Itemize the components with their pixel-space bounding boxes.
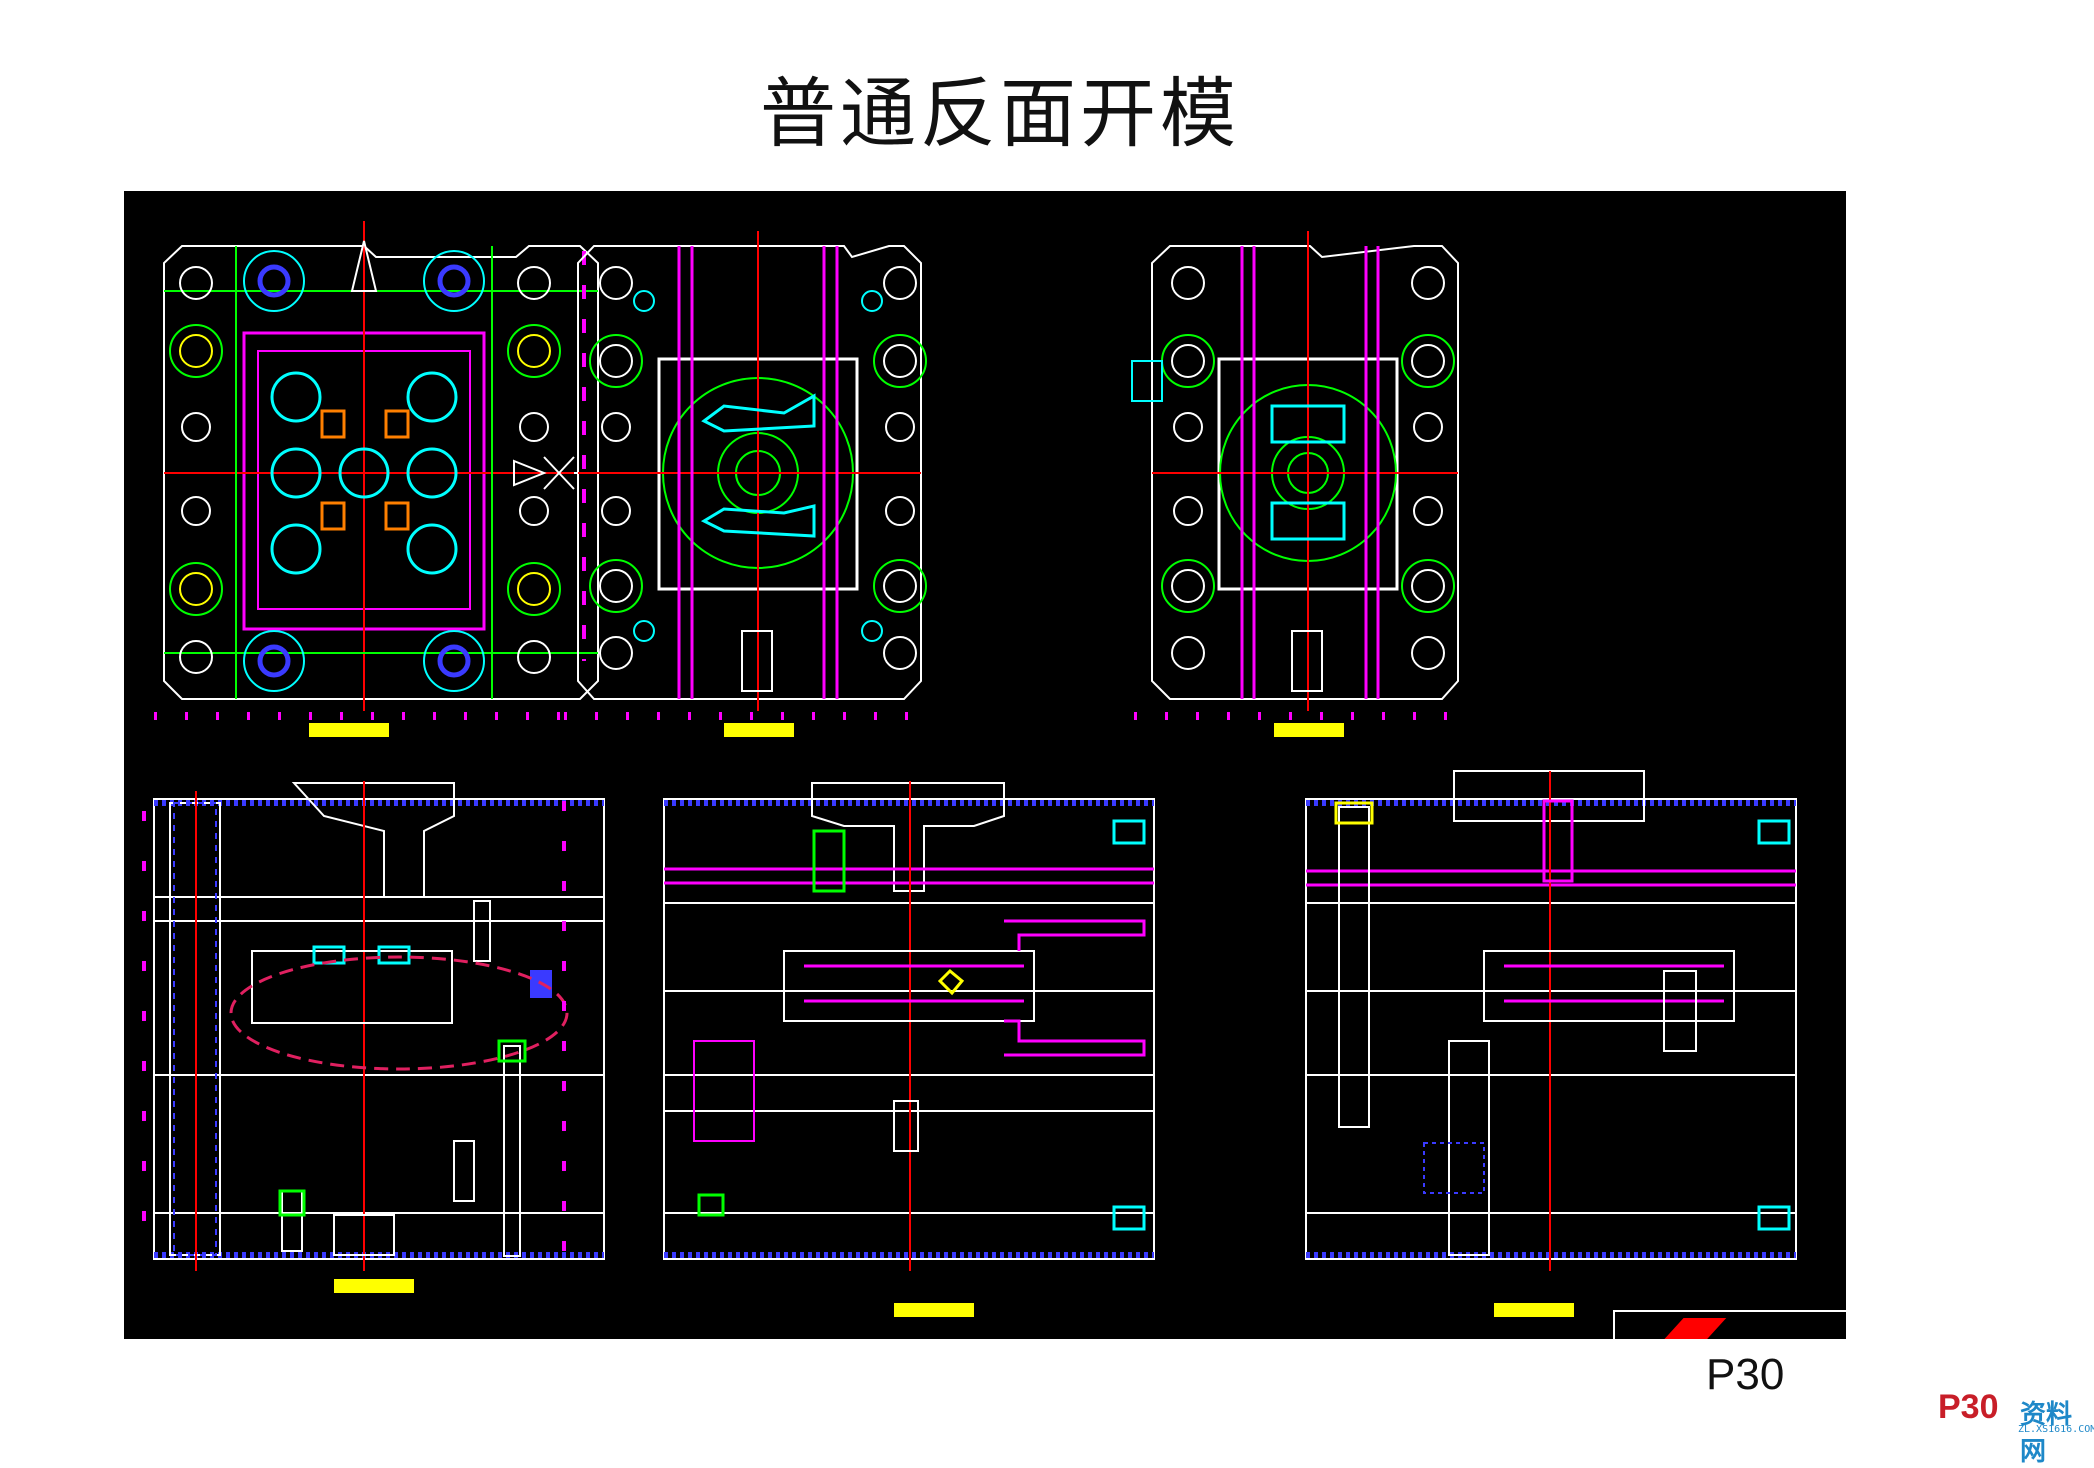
watermark-url: ZL.XS1616.COM xyxy=(2018,1424,2094,1435)
plan-view-3 xyxy=(1131,231,1464,720)
section-view-1-caption-icon xyxy=(334,1279,414,1293)
section-view-1 xyxy=(142,781,605,1271)
mold-drawing-svg xyxy=(142,221,1846,1339)
cad-drawing-canvas xyxy=(124,191,1846,1339)
plan-view-1 xyxy=(154,221,654,720)
watermark-prefix: P30 xyxy=(1938,1388,1999,1426)
section-view-2 xyxy=(663,781,1155,1271)
plan-view-2 xyxy=(564,231,927,720)
page-number: P30 xyxy=(1706,1350,1785,1399)
slide-title: 普通反面开模 xyxy=(760,69,1240,158)
section-view-3 xyxy=(1305,770,1846,1339)
section-view-2-caption-icon xyxy=(894,1303,974,1317)
plan-view-2-caption-icon xyxy=(724,723,794,737)
section-view-3-caption-icon xyxy=(1494,1303,1574,1317)
plan-view-1-caption-icon xyxy=(309,723,389,737)
plan-view-3-caption-icon xyxy=(1274,723,1344,737)
